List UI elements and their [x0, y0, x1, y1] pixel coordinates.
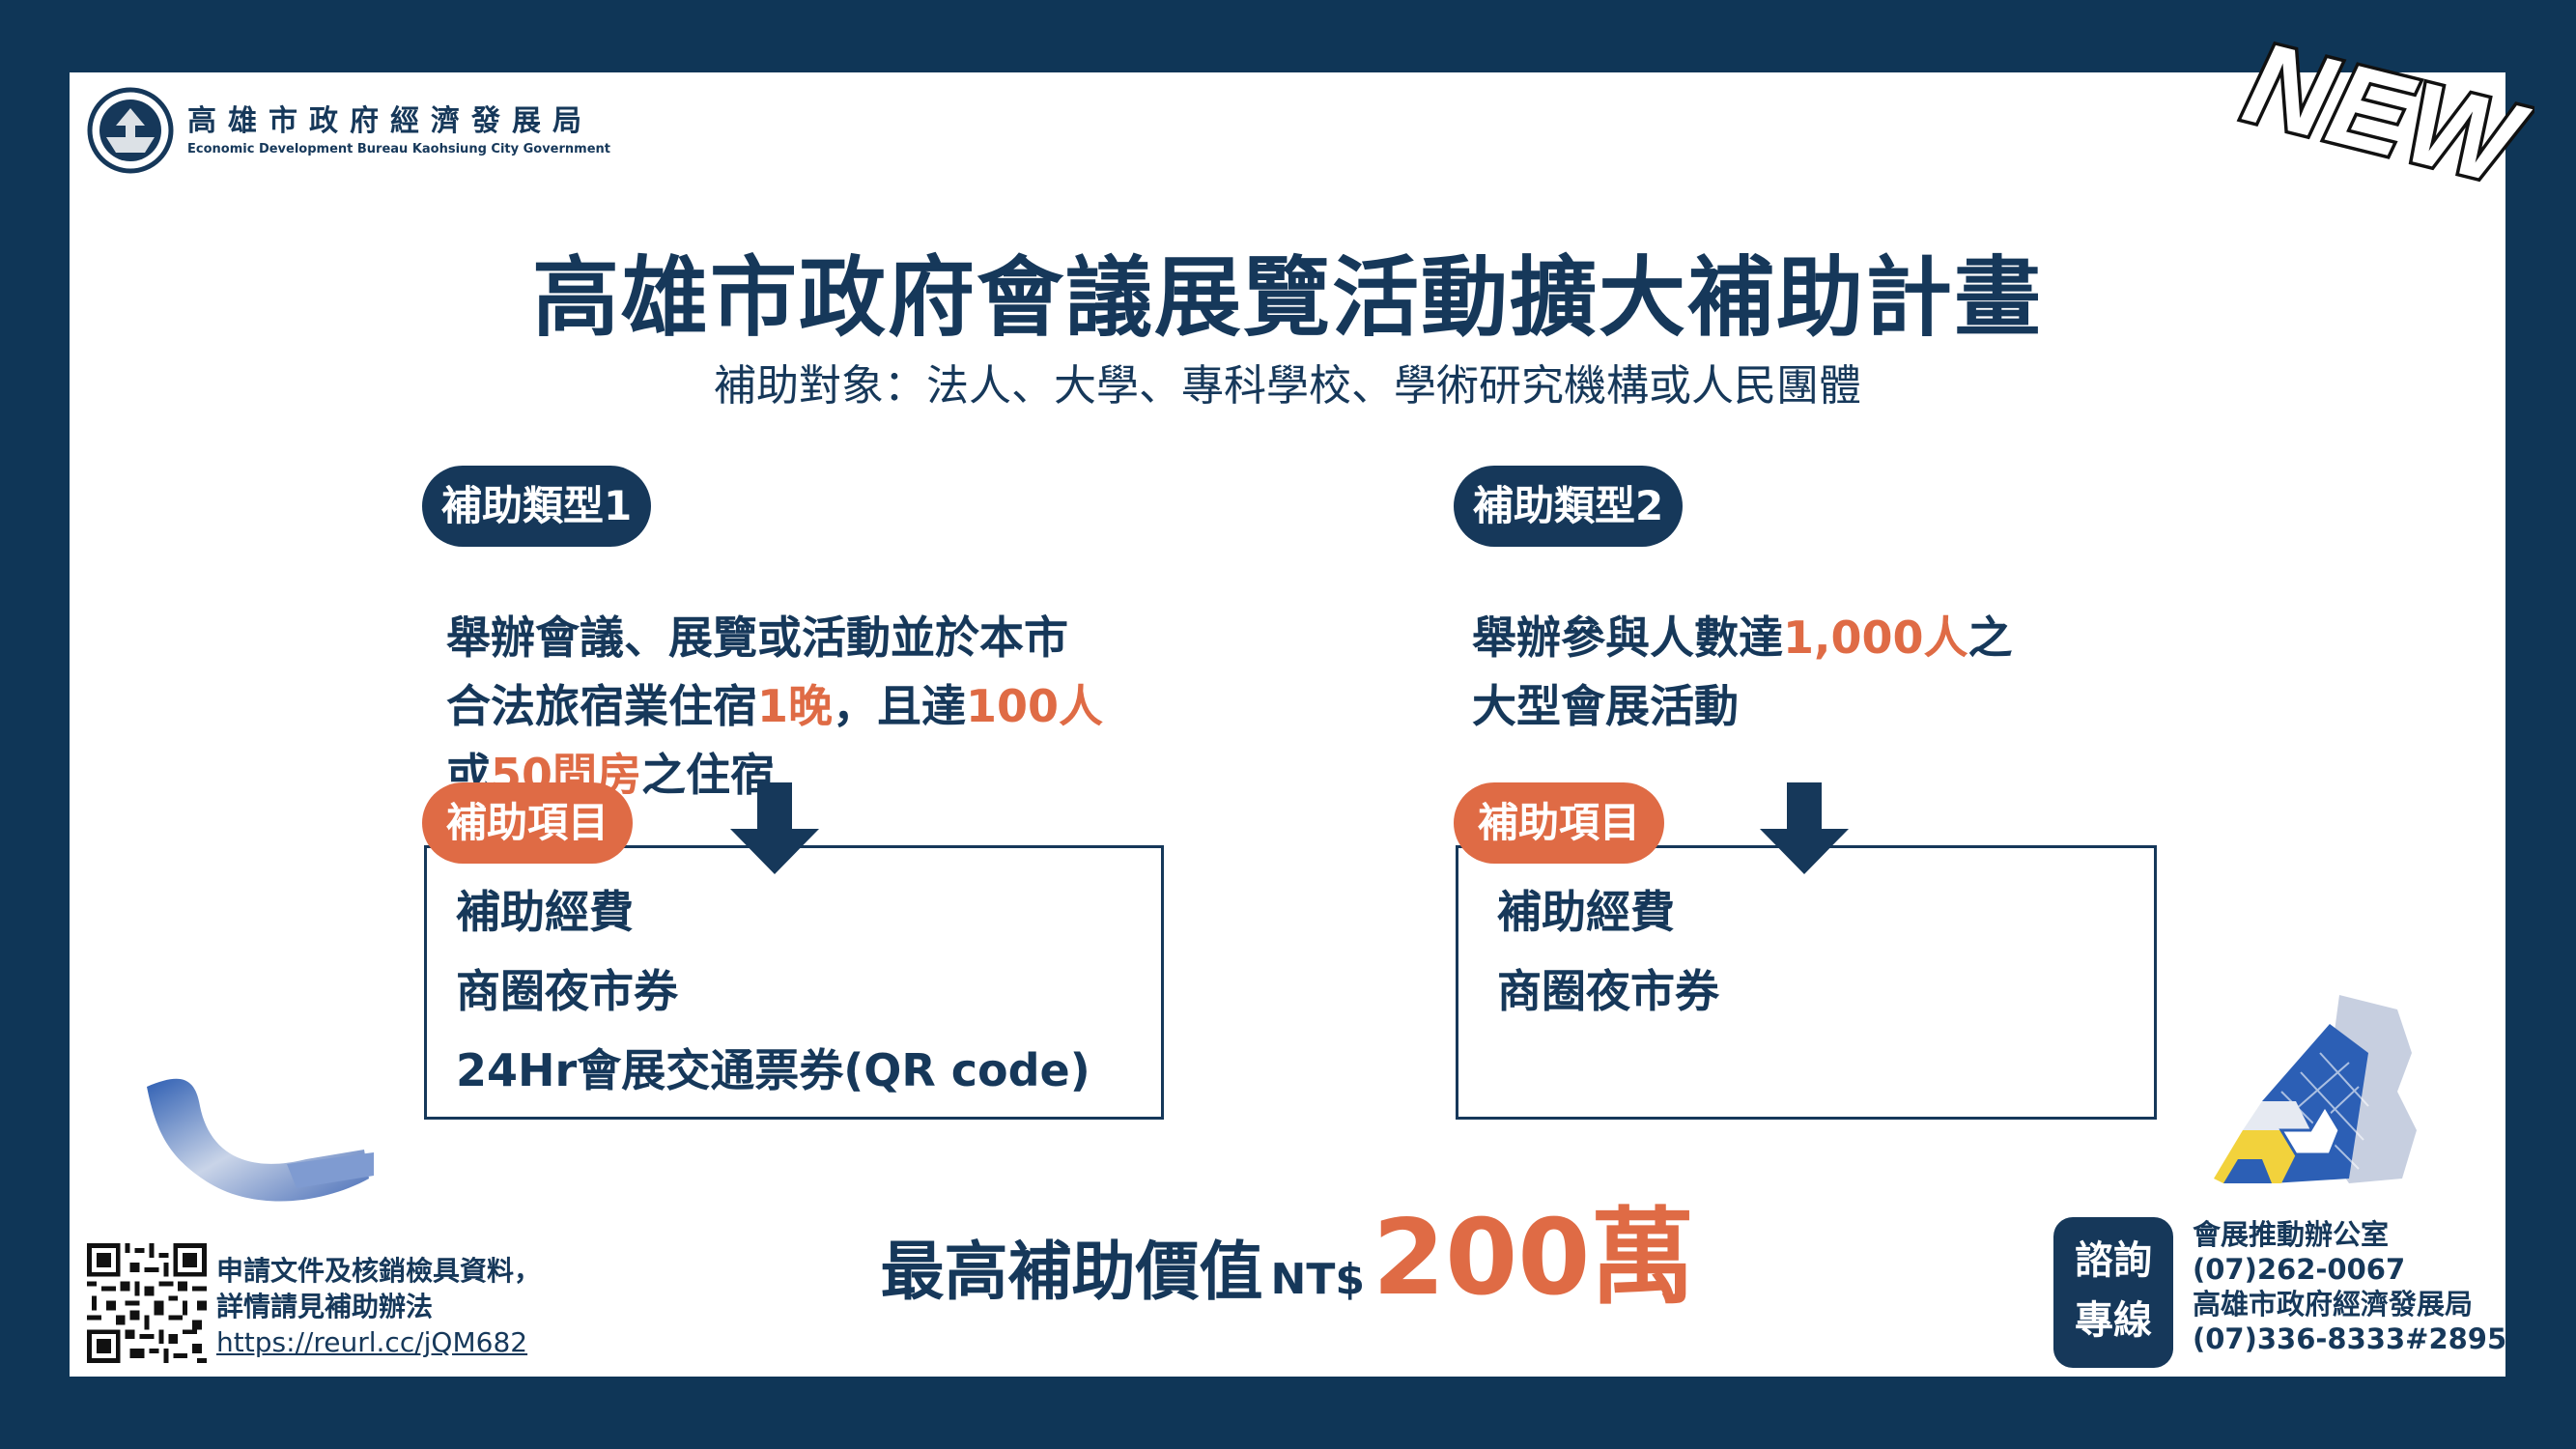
type1-label: 補助類型1 [422, 466, 652, 547]
qr-note-line2: 詳情請見補助辦法 [216, 1291, 434, 1322]
org-name-en: Economic Development Bureau Kaohsiung Ci… [187, 142, 611, 156]
qr-note-line1: 申請文件及核銷檢具資料， [216, 1255, 542, 1287]
type1-line2: 合法旅宿業住宿1晚，且達100人 [446, 680, 1104, 732]
max-subsidy-currency: NT$ [1270, 1255, 1365, 1304]
contact-info: 會展推動辦公室 (07)262-0067 高雄市政府經濟發展局 (07)336-… [2193, 1217, 2506, 1356]
type1-item: 商圈夜市券 [456, 965, 678, 1017]
org-logo: 高雄市政府經濟發展局 Economic Development Bureau K… [87, 87, 610, 174]
application-link[interactable]: https://reurl.cc/jQM682 [216, 1326, 528, 1358]
bureau-emblem-icon [87, 87, 174, 174]
page-subtitle: 補助對象：法人、大學、專科學校、學術研究機構或人民團體 [714, 361, 1861, 411]
type1-items-box: 補助經費 商圈夜市券 24Hr會展交通票券(QR code) [424, 845, 1164, 1120]
qr-note: 申請文件及核銷檢具資料， 詳情請見補助辦法 https://reurl.cc/j… [216, 1253, 541, 1360]
type1-item: 24Hr會展交通票券(QR code) [456, 1044, 1090, 1096]
max-subsidy-amount: 200萬 [1373, 1198, 1695, 1319]
poster-card: 高雄市政府經濟發展局 Economic Development Bureau K… [70, 29, 2534, 1377]
type2-items-label: 補助項目 [1454, 782, 1665, 864]
org-name-zh: 高雄市政府經濟發展局 [187, 104, 593, 138]
hotline-label-2: 專線 [2075, 1298, 2152, 1343]
arrow-down-icon [1760, 782, 1849, 874]
type1-description: 舉辦會議、展覽或活動並於本市 合法旅宿業住宿1晚，且達100人 或50間房之住宿 [446, 604, 1103, 810]
contact-phone-2[interactable]: (07)336-8333#2895 [2193, 1322, 2507, 1355]
hotline-label-1: 諮詢 [2075, 1238, 2152, 1283]
hotline-badge: 諮詢 專線 [2053, 1217, 2173, 1368]
type1-line1: 舉辦會議、展覽或活動並於本市 [446, 611, 1068, 664]
type2-item: 補助經費 [1497, 886, 1675, 938]
building-decoration-icon [2214, 995, 2417, 1183]
arrow-down-icon [730, 782, 819, 874]
type2-line2: 大型會展活動 [1472, 680, 1739, 732]
contact-office: 會展推動辦公室 [2193, 1218, 2390, 1251]
type1-items-label: 補助項目 [422, 782, 634, 864]
contact-phone-1[interactable]: (07)262-0067 [2193, 1253, 2406, 1286]
max-subsidy-lead: 最高補助價值 [880, 1235, 1263, 1309]
contact-bureau: 高雄市政府經濟發展局 [2193, 1288, 2474, 1321]
type2-item: 商圈夜市券 [1497, 965, 1719, 1017]
type1-item: 補助經費 [456, 886, 634, 938]
wave-decoration-icon [147, 1078, 374, 1202]
page-title: 高雄市政府會議展覽活動擴大補助計畫 [532, 247, 2043, 349]
type2-line1: 舉辦參與人數達1,000人之 [1472, 611, 2013, 664]
type2-items-box: 補助經費 商圈夜市券 [1456, 845, 2157, 1120]
qr-code-icon[interactable] [87, 1243, 207, 1363]
new-badge: NEW [2230, 29, 2534, 214]
type2-label: 補助類型2 [1454, 466, 1684, 547]
type2-description: 舉辦參與人數達1,000人之 大型會展活動 [1472, 604, 2013, 741]
new-badge-text: NEW [2233, 29, 2534, 212]
